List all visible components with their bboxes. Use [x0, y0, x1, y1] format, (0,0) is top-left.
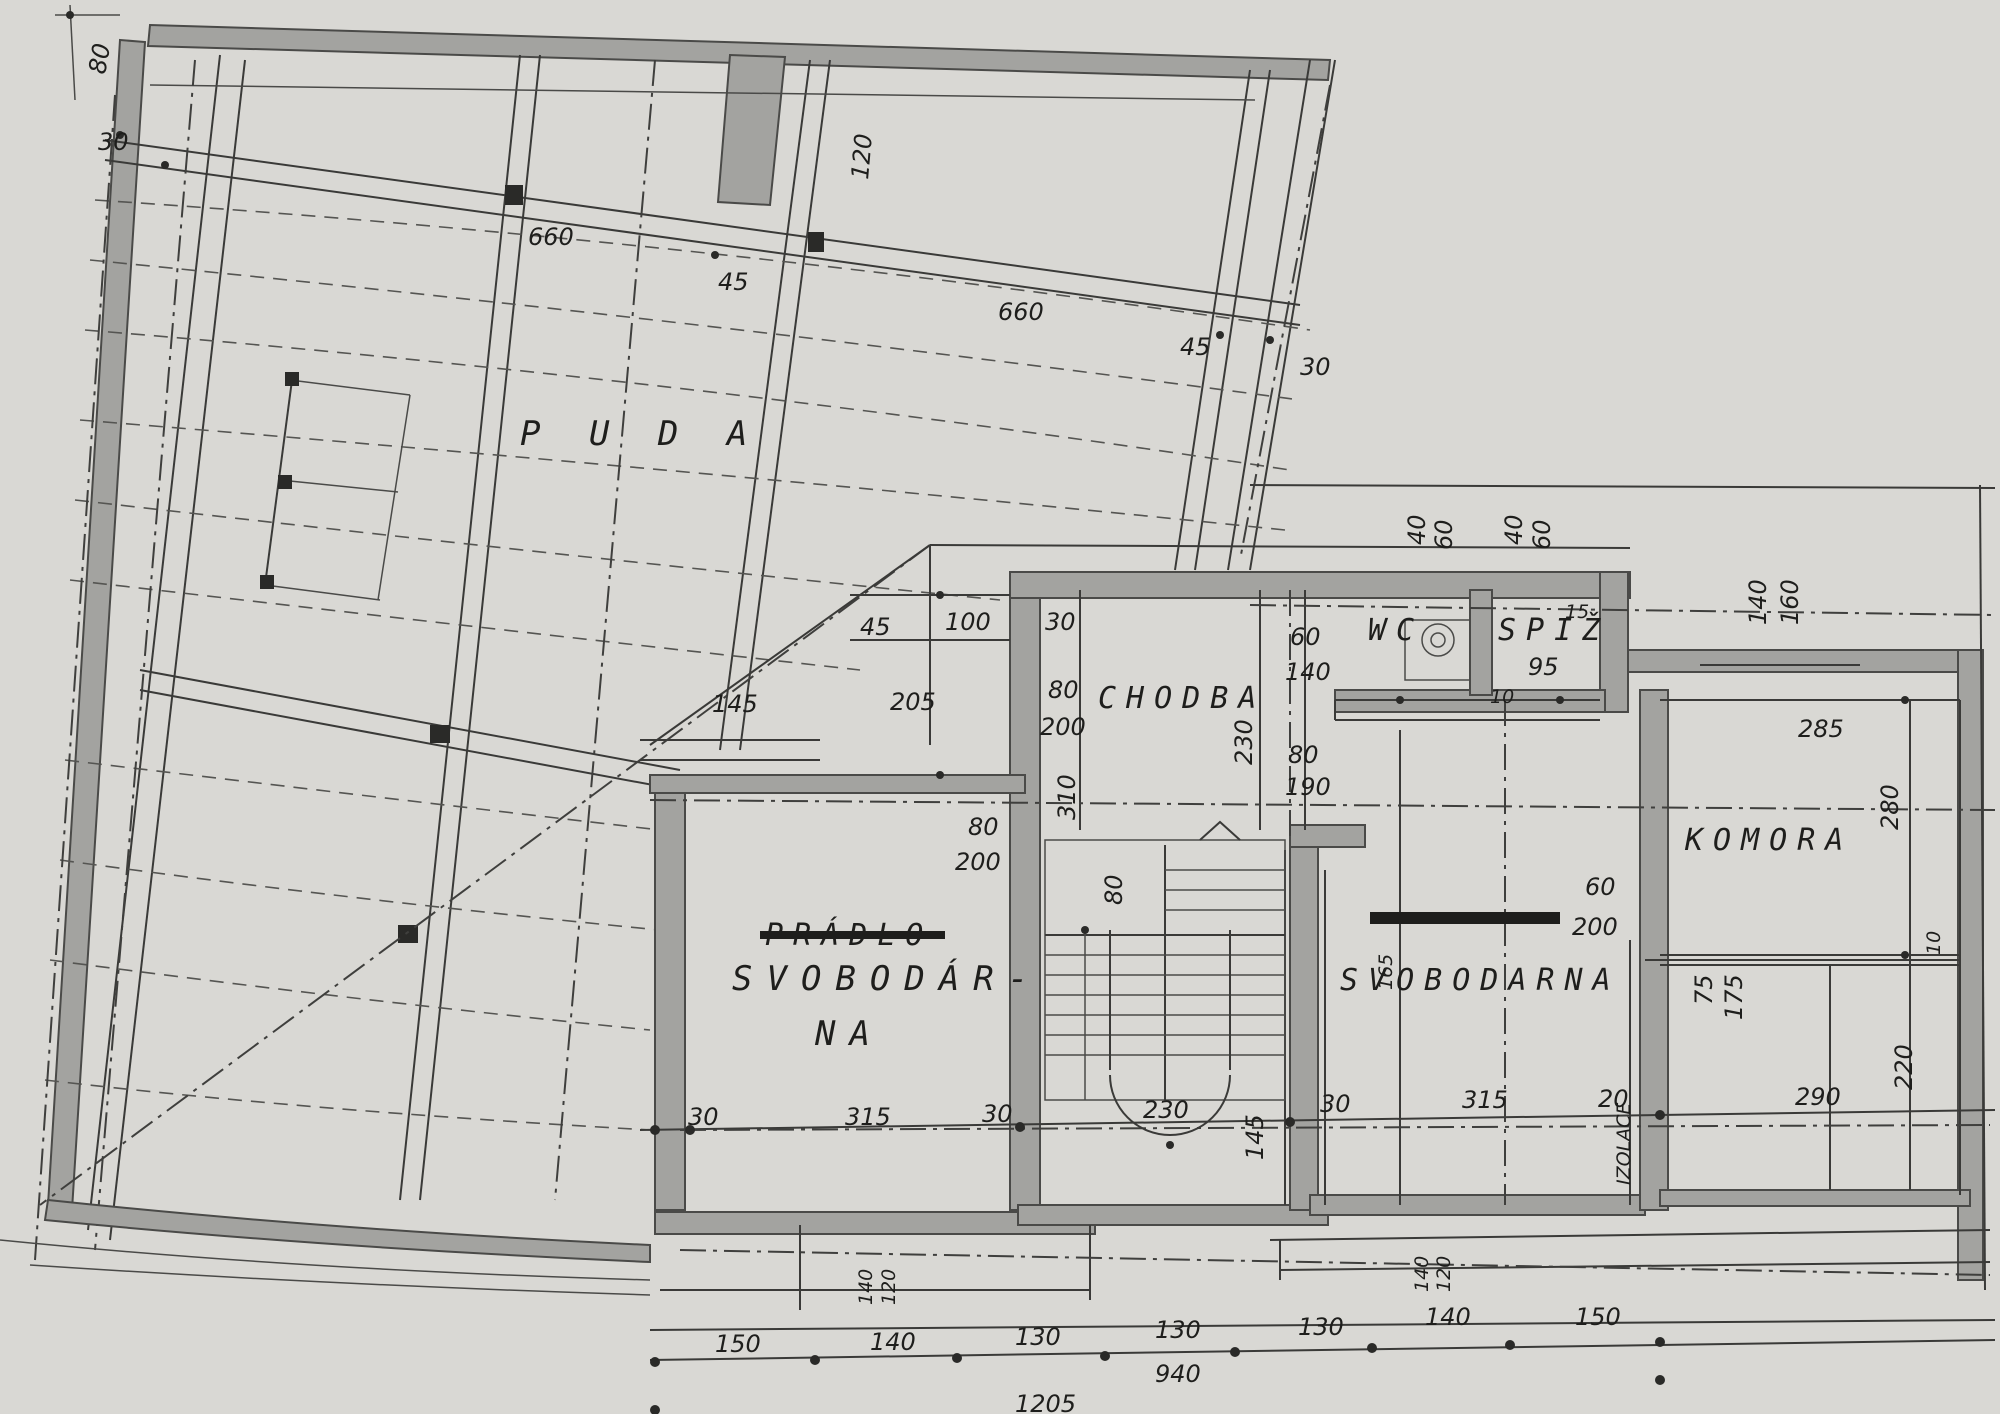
floor-walls: [649, 571, 1984, 1281]
dim-label: 130: [1298, 1313, 1344, 1341]
room-label-chodba: CHODBA: [1098, 681, 1266, 716]
dim-label: 60: [1585, 873, 1616, 901]
dim-label: 20: [1598, 1085, 1629, 1113]
dim-label: 15: [1565, 601, 1589, 623]
room-label-svobodarna-right: SVOBODARNA: [1340, 963, 1621, 998]
dim-label: 175: [1720, 974, 1748, 1020]
dim-label: 75: [1690, 974, 1718, 1005]
dim-label: 80: [1100, 874, 1128, 905]
dim-label: 290: [1795, 1083, 1841, 1111]
dimension-markers: [650, 591, 1909, 1414]
dim-label: 280: [1876, 784, 1904, 830]
dimension-labels: 80 30 120 660 45 660 45 30 45 100 30 145…: [83, 41, 1945, 1414]
dim-label: 60: [1528, 519, 1556, 550]
dim-label: 285: [1798, 715, 1844, 743]
dim-label: 130: [1155, 1316, 1201, 1344]
dim-label: 30: [1300, 353, 1331, 381]
dim-label: 10: [1923, 931, 1945, 955]
dim-label: 145: [712, 690, 758, 718]
dim-label: 10: [1490, 686, 1514, 708]
dim-label: 150: [715, 1330, 761, 1358]
dim-label: 80: [1288, 741, 1319, 769]
dim-label: 150: [1575, 1303, 1621, 1331]
dim-label: 140: [855, 1269, 877, 1305]
dim-label: 200: [1040, 713, 1086, 741]
dim-label: 30: [982, 1100, 1013, 1128]
dim-label: 80: [968, 813, 999, 841]
dim-label: 140: [1744, 579, 1772, 625]
dim-label: 230: [1230, 719, 1258, 765]
dim-label: 120: [1433, 1256, 1455, 1292]
dim-label: 45: [718, 268, 749, 296]
dim-label: 80: [1048, 676, 1079, 704]
room-label-wc: WC: [1368, 613, 1424, 648]
dim-label: 40: [1403, 514, 1431, 545]
dim-label: 45: [860, 613, 891, 641]
dim-label: 220: [1890, 1044, 1918, 1090]
dim-label: 940: [1155, 1360, 1201, 1388]
dim-label: 165: [1375, 954, 1397, 990]
dim-label: 660: [998, 298, 1044, 326]
room-label-komora: KOMORA: [1684, 823, 1853, 858]
crossed-out-label: PRÁDLO: [760, 917, 945, 953]
dim-label: 80: [83, 41, 116, 76]
staircase: [1044, 820, 1286, 1136]
floor-lines: [639, 484, 1996, 1361]
dim-label: 140: [1411, 1256, 1433, 1292]
dim-label: 60: [1290, 623, 1321, 651]
dim-label: 660: [528, 223, 574, 251]
dim-label: 100: [945, 608, 991, 636]
dim-label: 30: [1045, 608, 1076, 636]
room-label-svobodarna-left-2: NA: [814, 1014, 884, 1054]
dim-label: 40: [1500, 514, 1528, 545]
dim-label: 45: [1180, 333, 1211, 361]
dim-label: 30: [98, 128, 129, 156]
toilet-fixture: [1404, 619, 1471, 681]
dim-label: 230: [1143, 1096, 1189, 1124]
dim-label: 145: [1241, 1114, 1269, 1160]
dim-label: 200: [955, 848, 1001, 876]
dim-label: 140: [1285, 658, 1331, 686]
dim-label: 310: [1053, 774, 1081, 820]
dim-label: 140: [870, 1328, 916, 1356]
dim-label: 140: [1425, 1303, 1471, 1331]
label-izolace: IZOLACE: [1613, 1103, 1635, 1185]
dim-label: 30: [1320, 1090, 1351, 1118]
dim-label: 60: [1430, 519, 1458, 550]
radiator: [1370, 912, 1560, 924]
room-label-spiz: SPIŽ: [1498, 612, 1610, 648]
room-label-puda: P U D A: [520, 414, 761, 454]
dim-label: 200: [1572, 913, 1618, 941]
attic-structure: [0, 4, 1336, 1296]
dim-label: 315: [1462, 1086, 1508, 1114]
dim-label: 1205: [1015, 1390, 1076, 1414]
dim-label: 120: [878, 1269, 900, 1305]
dim-label: 95: [1528, 653, 1559, 681]
dim-label: 315: [845, 1103, 891, 1131]
dim-label: 205: [890, 688, 936, 716]
dim-label: 120: [846, 132, 878, 180]
dim-label: 160: [1776, 579, 1804, 625]
dim-label: 190: [1285, 773, 1331, 801]
room-label-svobodarna-left-1: SVOBODÁR-: [732, 958, 1042, 999]
dim-label: 130: [1015, 1323, 1061, 1351]
